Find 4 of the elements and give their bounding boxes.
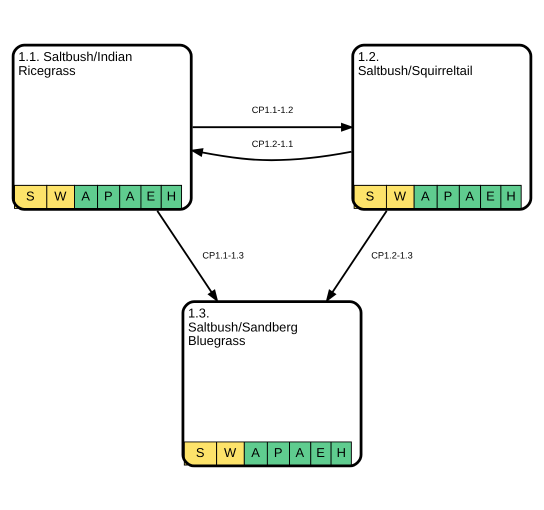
edge-label: CP1.2-1.1: [252, 138, 294, 149]
edge-label: CP1.1-1.2: [252, 104, 294, 114]
edge-label: CP1.2-1.3: [371, 250, 413, 260]
edge-label: CP1.1-1.3: [202, 250, 244, 260]
